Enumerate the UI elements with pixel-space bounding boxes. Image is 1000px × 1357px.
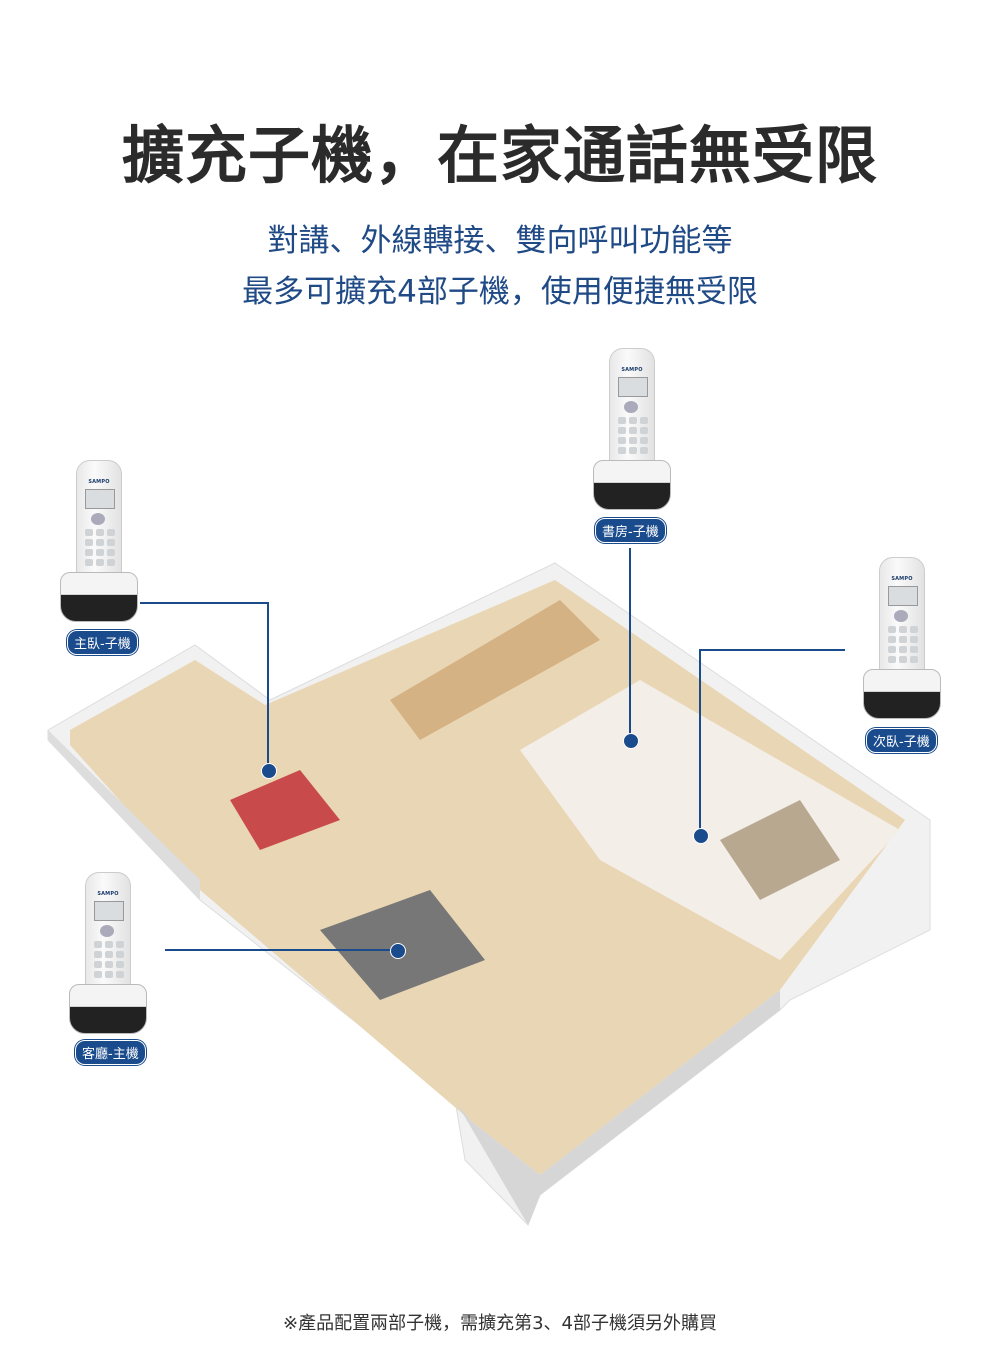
label-second-bedroom: 次臥-子機 (866, 728, 937, 753)
brand-logo: SAMPO (621, 367, 643, 373)
base-phone-living-room: SAMPO (69, 872, 147, 1034)
location-dot (693, 828, 709, 844)
subtitle-line-1: 對講、外線轉接、雙向呼叫功能等 (267, 223, 733, 259)
label-master-bedroom: 主臥-子機 (67, 630, 138, 655)
brand-logo: SAMPO (88, 479, 110, 485)
handset-master-bedroom: SAMPO (60, 460, 138, 622)
brand-logo: SAMPO (891, 576, 913, 582)
location-dot (623, 733, 639, 749)
label-living-room: 客廳-主機 (75, 1040, 146, 1065)
footnote: ※產品配置兩部子機，需擴充第3、4部子機須另外購買 (283, 1313, 717, 1334)
location-dot (261, 763, 277, 779)
label-study: 書房-子機 (595, 518, 666, 543)
handset-second-bedroom: SAMPO (863, 557, 941, 719)
handset-study: SAMPO (593, 348, 671, 510)
subtitle-line-2: 最多可擴充4部子機，使用便捷無受限 (242, 274, 758, 310)
page-title: 擴充子機，在家通話無受限 (121, 119, 878, 192)
brand-logo: SAMPO (97, 891, 119, 897)
location-dot (390, 943, 406, 959)
